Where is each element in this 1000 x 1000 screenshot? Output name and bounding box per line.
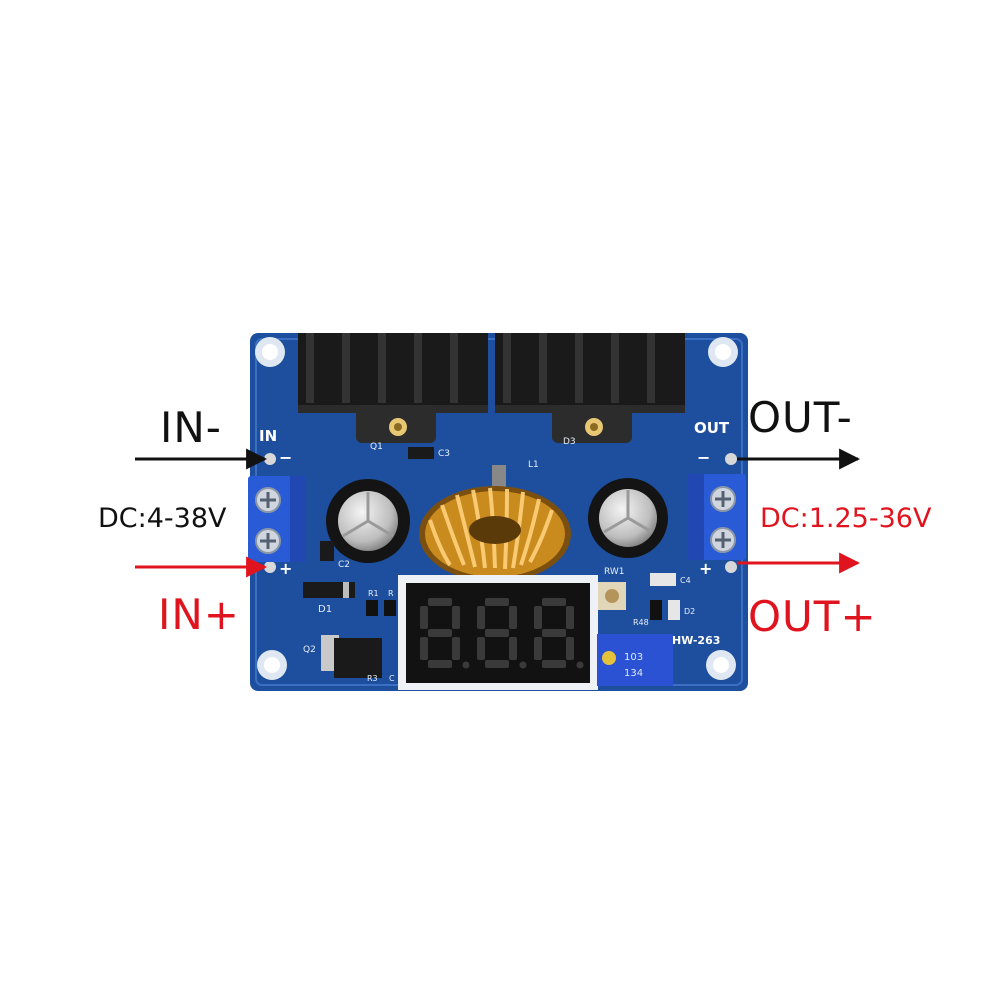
silk-rw1: RW1 bbox=[604, 567, 625, 577]
input-screw-terminal bbox=[248, 476, 306, 562]
transistor-q2 bbox=[321, 635, 382, 678]
heatsink-left bbox=[298, 333, 488, 443]
silk-q2: Q2 bbox=[303, 645, 316, 655]
silk-l1: L1 bbox=[528, 460, 539, 470]
digit-segment bbox=[477, 637, 485, 660]
digit-segment bbox=[452, 606, 460, 629]
silk-r3: R3 bbox=[367, 674, 378, 683]
digit-segment bbox=[428, 660, 452, 668]
diode-d1 bbox=[303, 582, 355, 598]
silk-out-plus: + bbox=[699, 559, 712, 578]
mounting-hole-top-left bbox=[255, 337, 285, 367]
pot-value: 103 bbox=[624, 652, 643, 663]
silk-r1: R1 bbox=[368, 589, 379, 598]
digit-segment bbox=[420, 637, 428, 660]
silk-r48: R48 bbox=[633, 618, 649, 627]
digit-decimal-point bbox=[462, 661, 470, 669]
digit-segment bbox=[477, 606, 485, 629]
output-screw-terminal bbox=[688, 474, 746, 560]
digit-segment bbox=[542, 598, 566, 606]
digit-decimal-point bbox=[576, 661, 584, 669]
electrolytic-capacitor-right bbox=[588, 478, 668, 558]
capacitor-c4 bbox=[650, 573, 676, 586]
toroidal-inductor bbox=[419, 465, 571, 582]
display-digit bbox=[477, 598, 527, 669]
silk-c5: C bbox=[389, 674, 395, 683]
digit-segment bbox=[566, 637, 574, 660]
silk-q1: Q1 bbox=[370, 442, 383, 452]
digit-segment bbox=[428, 629, 452, 637]
mounting-hole-bottom-right bbox=[706, 650, 736, 680]
electrolytic-capacitor-left bbox=[326, 479, 410, 563]
digit-segment bbox=[452, 637, 460, 660]
digit-segment bbox=[485, 598, 509, 606]
digit-segment bbox=[485, 629, 509, 637]
in-minus-label: IN- bbox=[160, 403, 222, 452]
silk-out-minus: − bbox=[697, 448, 710, 467]
in-plus-label: IN+ bbox=[158, 590, 240, 639]
digit-segment bbox=[534, 606, 542, 629]
mounting-hole-top-right bbox=[708, 337, 738, 367]
pot-code: 134 bbox=[624, 668, 643, 679]
heatsink-right bbox=[495, 333, 685, 443]
multiturn-potentiometer: 103 134 bbox=[597, 634, 673, 686]
digit-segment bbox=[566, 606, 574, 629]
digit-segment bbox=[485, 660, 509, 668]
silk-r2: R bbox=[388, 589, 394, 598]
silk-c2: C2 bbox=[338, 560, 350, 570]
silk-c3: C3 bbox=[438, 449, 450, 459]
out-plus-label: OUT+ bbox=[748, 592, 877, 641]
mounting-hole-bottom-left bbox=[257, 650, 287, 680]
display-digits bbox=[420, 598, 584, 669]
silk-d3: D3 bbox=[563, 437, 576, 447]
digit-segment bbox=[509, 637, 517, 660]
digit-segment bbox=[542, 629, 566, 637]
capacitor-c3 bbox=[408, 447, 434, 459]
out-minus-label: OUT- bbox=[748, 393, 853, 442]
silk-model: HW-263 bbox=[672, 634, 720, 647]
silk-out: OUT bbox=[694, 419, 730, 437]
silk-in-plus: + bbox=[279, 559, 292, 578]
digit-segment bbox=[420, 606, 428, 629]
display-digit bbox=[420, 598, 470, 669]
digit-segment bbox=[509, 606, 517, 629]
digit-decimal-point bbox=[519, 661, 527, 669]
digit-segment bbox=[428, 598, 452, 606]
silk-in-minus: − bbox=[279, 448, 292, 467]
input-range-label: DC:4-38V bbox=[98, 503, 227, 534]
display-digit bbox=[534, 598, 584, 669]
digit-segment bbox=[542, 660, 566, 668]
output-range-label: DC:1.25-36V bbox=[760, 503, 932, 534]
silk-d2: D2 bbox=[684, 607, 695, 616]
silk-in: IN bbox=[259, 427, 277, 445]
silk-c4: C4 bbox=[680, 576, 691, 585]
digit-segment bbox=[534, 637, 542, 660]
capacitor-c2 bbox=[320, 541, 334, 561]
silk-d1: D1 bbox=[318, 604, 332, 615]
